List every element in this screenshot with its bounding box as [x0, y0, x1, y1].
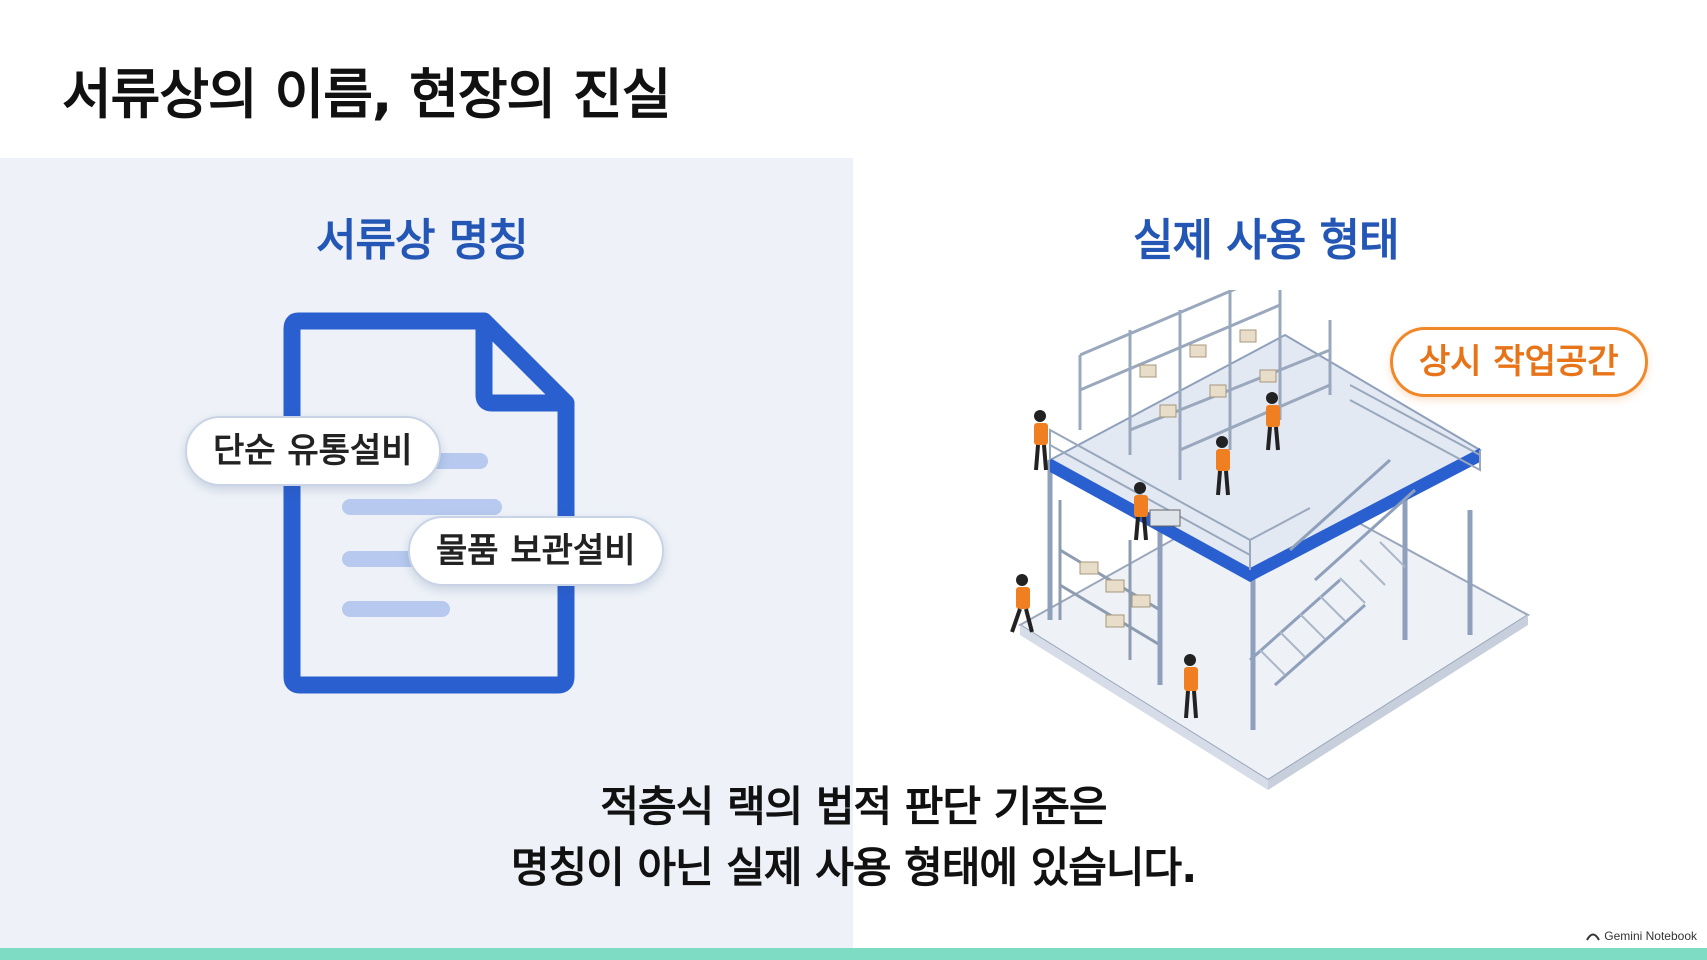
- constant-workspace-callout: 상시 작업공간: [1390, 327, 1648, 397]
- watermark: Gemini Notebook: [1586, 929, 1697, 943]
- caption-line-2: 명칭이 아닌 실제 사용 형태에 있습니다.: [510, 843, 1197, 892]
- notebook-logo-icon: [1586, 933, 1601, 941]
- watermark-text: Gemini Notebook: [1604, 929, 1697, 943]
- document-icon: [283, 312, 575, 694]
- slide-title: 서류상의 이름, 현장의 진실: [62, 63, 671, 126]
- bottom-accent-strip: [0, 948, 1707, 960]
- mezzanine-warehouse-illustration: [1010, 290, 1530, 790]
- caption-line-1: 적층식 랙의 법적 판단 기준은: [600, 782, 1107, 831]
- label-simple-distribution: 단순 유통설비: [185, 416, 441, 486]
- right-heading: 실제 사용 형태: [1133, 215, 1400, 266]
- worker-figures: [1010, 392, 1280, 719]
- label-storage-equipment: 물품 보관설비: [408, 516, 664, 586]
- left-heading: 서류상 명칭: [316, 215, 529, 266]
